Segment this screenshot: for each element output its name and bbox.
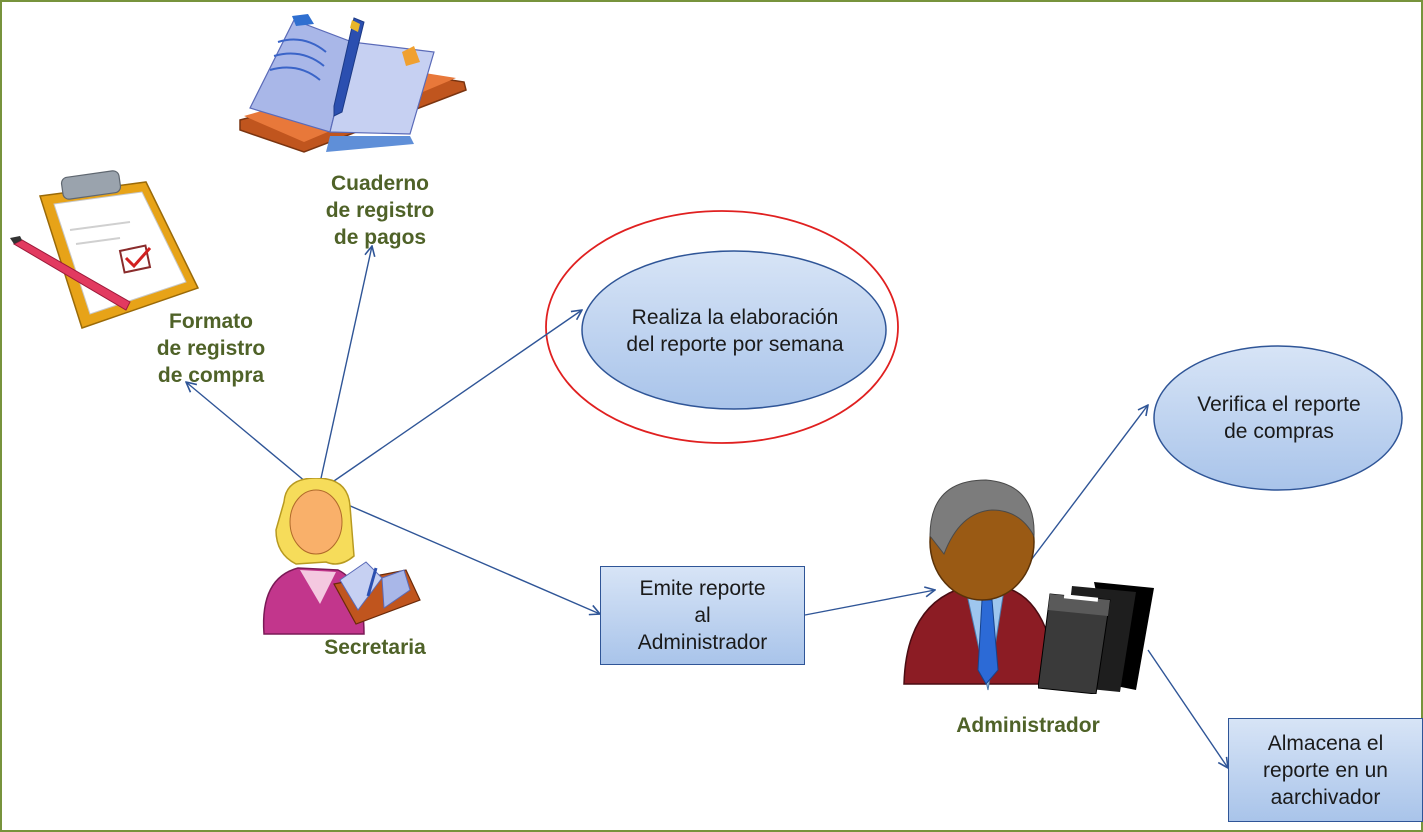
secretaria-label: Secretaria — [324, 636, 426, 659]
process-text-emite: Emite reporte al Administrador — [637, 577, 768, 654]
connector-emite-administrador — [804, 590, 935, 616]
process-box-emite[interactable] — [600, 566, 805, 665]
process-text-verifica: Verifica el reporte de compras — [1197, 393, 1361, 443]
clipboard-checklist-icon — [10, 170, 200, 329]
connector-administrador-verifica — [1024, 405, 1148, 569]
process-box-almacena[interactable] — [1228, 718, 1423, 822]
binder-files-icon — [1038, 582, 1154, 694]
connector-secretaria-formato — [186, 382, 319, 493]
process-text-elaboracion: Realiza la elaboración del reporte por s… — [626, 306, 844, 356]
secretary-person-icon — [262, 478, 421, 635]
cuaderno-label: Cuaderno de registro de pagos — [325, 172, 435, 249]
connector-secretaria-elaboracion — [317, 310, 582, 493]
formato-label: Formato de registro de compra — [156, 310, 266, 387]
connector-administrador-almacena — [1147, 649, 1228, 768]
highlight-ring — [545, 210, 899, 444]
connector-secretaria-emite — [317, 491, 600, 614]
administrator-person-icon — [903, 479, 1059, 691]
administrador-label: Administrador — [956, 714, 1100, 737]
process-text-almacena: Almacena el reporte en un aarchivador — [1263, 731, 1388, 809]
process-ellipse-elaboracion[interactable] — [581, 250, 887, 410]
process-ellipse-verifica[interactable] — [1153, 345, 1403, 491]
open-notebook-icon — [239, 14, 467, 153]
connector-secretaria-cuaderno — [317, 246, 372, 493]
